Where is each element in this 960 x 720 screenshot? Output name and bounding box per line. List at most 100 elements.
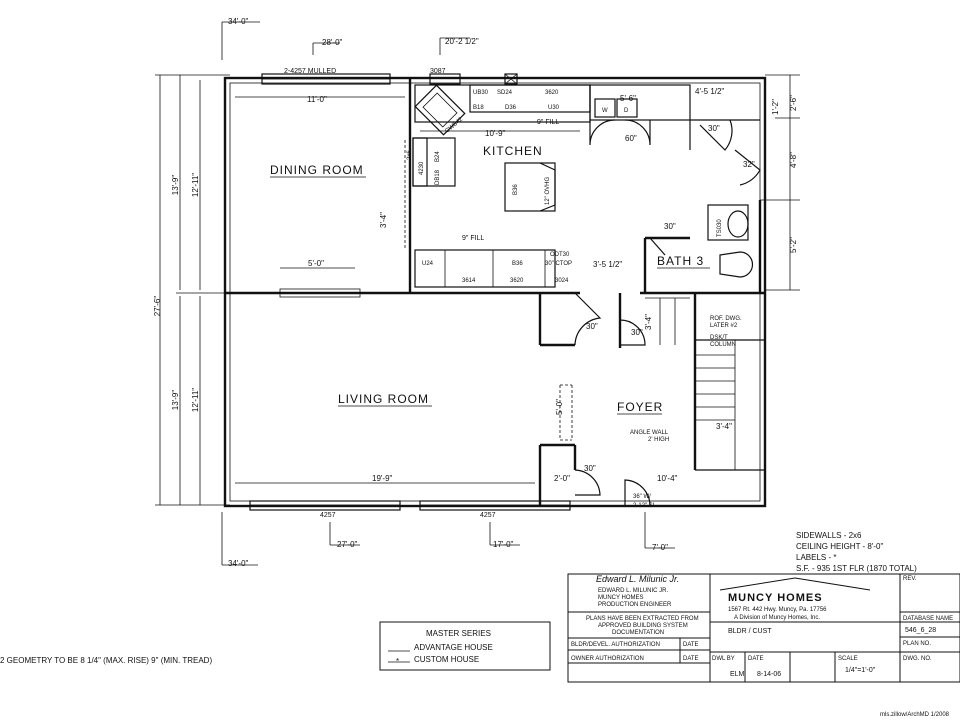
owner-authorization: OWNER AUTHORIZATION bbox=[571, 656, 644, 662]
rev-label: REV. bbox=[903, 576, 917, 582]
window-4257-b: 4257 bbox=[480, 512, 496, 519]
cab-2x6: 2x6 bbox=[407, 150, 413, 160]
company-logo-text: MUNCY HOMES bbox=[728, 592, 823, 604]
cab-b24: B24 bbox=[435, 151, 441, 162]
database-label: DATABASE NAME bbox=[903, 616, 953, 622]
window-2-4257-mulled: 2-4257 MULLED bbox=[284, 68, 336, 75]
engineer-company: MUNCY HOMES bbox=[598, 595, 644, 601]
database-value: 546_6_28 bbox=[905, 627, 936, 634]
left-dimensions: 27'-6" 13'-9" 12'-11" 13'-9" 12'-11" bbox=[153, 74, 230, 506]
dim-3-5-half: 3'-5 1/2" bbox=[593, 260, 622, 269]
top-dimensions: 34'-0" 28'-0" 20'-2 1/2" 2-4257 MULLED 3… bbox=[221, 17, 479, 75]
window-4257-a: 4257 bbox=[320, 512, 336, 519]
cab-ctop: 30" CTOP bbox=[545, 261, 572, 267]
dim-2-0: 2'-0" bbox=[554, 474, 570, 483]
plans-line-3: DOCUMENTATION bbox=[612, 630, 664, 636]
plans-line-2: APPROVED BUILDING SYSTEM bbox=[598, 623, 688, 629]
doors bbox=[574, 119, 761, 507]
dimension-27-6: 27'-6" bbox=[153, 296, 162, 317]
room-foyer: FOYER bbox=[617, 400, 663, 414]
note-later: LATER #2 bbox=[710, 323, 738, 329]
room-labels: DINING ROOM KITCHEN LIVING ROOM FOYER BA… bbox=[270, 144, 710, 415]
note-rof-dwg: ROF. DWG. bbox=[710, 316, 742, 322]
note-ceiling: CEILING HEIGHT - 8'-0" bbox=[796, 542, 884, 551]
plan-no-label: PLAN NO. bbox=[903, 641, 931, 647]
engineer-title: PRODUCTION ENGINEER bbox=[598, 602, 672, 608]
plans-line-1: PLANS HAVE BEEN EXTRACTED FROM bbox=[586, 616, 699, 622]
legend-advantage: ADVANTAGE HOUSE bbox=[414, 643, 493, 652]
dimension-2-6: 2'-6" bbox=[789, 95, 798, 111]
cab-3614: 3614 bbox=[462, 278, 476, 284]
dim-30-e: 30" bbox=[584, 464, 596, 473]
dimension-13-9-lower: 13'-9" bbox=[171, 390, 180, 411]
stairs bbox=[645, 297, 736, 470]
note-sidewalls: SIDEWALLS - 2x6 bbox=[796, 531, 862, 540]
fill-9-a: 9" FILL bbox=[537, 119, 559, 126]
dim-3-4-a: 3'-4" bbox=[379, 212, 388, 228]
footer-watermark: mls.zillow/ArchMD 1/2008 bbox=[880, 712, 950, 718]
interior-walls bbox=[225, 78, 765, 505]
dim-3-4-b: 3'-4" bbox=[644, 314, 653, 330]
room-bath: BATH 3 bbox=[657, 254, 704, 268]
note-stair-geometry: 2 GEOMETRY TO BE 8 1/4" (MAX. RISE) 9" (… bbox=[0, 656, 212, 665]
dim-60: 60" bbox=[625, 134, 637, 143]
cabinet-labels: UB30 SD24 3620 B18 D36 U30 CWB42 2x6 423… bbox=[407, 90, 742, 443]
interior-dimensions: 11'-0" 10'-9" 5'-6" 4'-5 1/2" 60" 30" 32… bbox=[235, 87, 755, 509]
dimension-13-9-upper: 13'-9" bbox=[171, 175, 180, 196]
dim-4-5-half: 4'-5 1/2" bbox=[695, 87, 724, 96]
scale-label: SCALE bbox=[838, 656, 858, 662]
dimension-12-11-upper: 12'-11" bbox=[191, 173, 200, 197]
company-division: A Division of Muncy Homes, Inc. bbox=[734, 615, 820, 621]
dim-30-c: 30" bbox=[586, 322, 598, 331]
bottom-dimensions: 4257 4257 27'-0" 17'-0" 7'-0" 34'-0" bbox=[221, 512, 675, 568]
dim-3-4-c: 3'-4" bbox=[716, 422, 732, 431]
drawn-by: ELM bbox=[730, 671, 745, 678]
cab-cwb42: CWB42 bbox=[444, 116, 464, 134]
cab-3024: 3024 bbox=[555, 278, 569, 284]
date-label-2: DATE bbox=[683, 656, 699, 662]
cab-db18: DB18 bbox=[435, 169, 441, 185]
cab-b18: B18 bbox=[473, 105, 484, 111]
title-block: Edward L. Milunic Jr. EDWARD L. MILUNIC … bbox=[567, 573, 960, 683]
note-dsk: DSK/T bbox=[710, 335, 728, 341]
kitchen-fixtures bbox=[412, 84, 754, 470]
note-sf: S.F. - 935 1ST FLR (1870 TOTAL) bbox=[796, 564, 917, 573]
company-address: 1567 Rt. 442 Hwy. Muncy, Pa. 17756 bbox=[728, 607, 827, 613]
dim-30-b: 30" bbox=[664, 222, 676, 231]
dim-30-a: 30" bbox=[708, 124, 720, 133]
general-notes: SIDEWALLS - 2x6 CEILING HEIGHT - 8'-0" L… bbox=[0, 531, 917, 665]
engineer-name: EDWARD L. MILUNIC JR. bbox=[598, 588, 668, 594]
dim-2-12-sl: 2-12" SL bbox=[633, 503, 657, 509]
legend-custom: CUSTOM HOUSE bbox=[414, 655, 479, 664]
dimension-28: 28'-0" bbox=[322, 38, 343, 47]
legend-master-series: MASTER SERIES bbox=[426, 629, 491, 638]
drawing-title: BLDR / CUST bbox=[728, 628, 772, 635]
dimension-5-2: 5'-2" bbox=[789, 237, 798, 253]
note-angle-wall: ANGLE WALL bbox=[630, 430, 669, 436]
dim-5-0-b: 5'-0" bbox=[555, 399, 564, 415]
cab-4230: 4230 bbox=[419, 161, 425, 175]
legend-custom-mark: * bbox=[396, 657, 399, 666]
cab-u24: U24 bbox=[422, 261, 434, 267]
cab-sd: SD24 bbox=[497, 90, 513, 96]
legend-box: MASTER SERIES ADVANTAGE HOUSE * CUSTOM H… bbox=[379, 621, 551, 671]
engineer-signature: Edward L. Milunic Jr. bbox=[596, 574, 679, 584]
dim-32: 32" bbox=[743, 160, 755, 169]
cab-b36: B36 bbox=[512, 261, 523, 267]
dim-19-9: 19'-9" bbox=[372, 474, 393, 483]
cab-ub30: UB30 bbox=[473, 90, 489, 96]
dimension-1-2: 1'-2" bbox=[771, 99, 780, 115]
dwg-no-label: DWG. NO. bbox=[903, 656, 932, 662]
dryer-d: D bbox=[624, 108, 629, 114]
dimension-34-top: 34'-0" bbox=[228, 17, 249, 26]
dimension-34-bottom: 34'-0" bbox=[228, 559, 249, 568]
dim-10-9: 10'-9" bbox=[485, 129, 506, 138]
dim-10-4: 10'-4" bbox=[657, 474, 678, 483]
dim-11: 11'-0" bbox=[307, 95, 327, 104]
dim-5-0-a: 5'-0" bbox=[308, 259, 324, 268]
dimension-4-8: 4'-8" bbox=[789, 152, 798, 168]
room-living: LIVING ROOM bbox=[338, 392, 429, 406]
dimension-17-0: 17'-0" bbox=[493, 540, 514, 549]
cab-d36: D36 bbox=[505, 105, 517, 111]
